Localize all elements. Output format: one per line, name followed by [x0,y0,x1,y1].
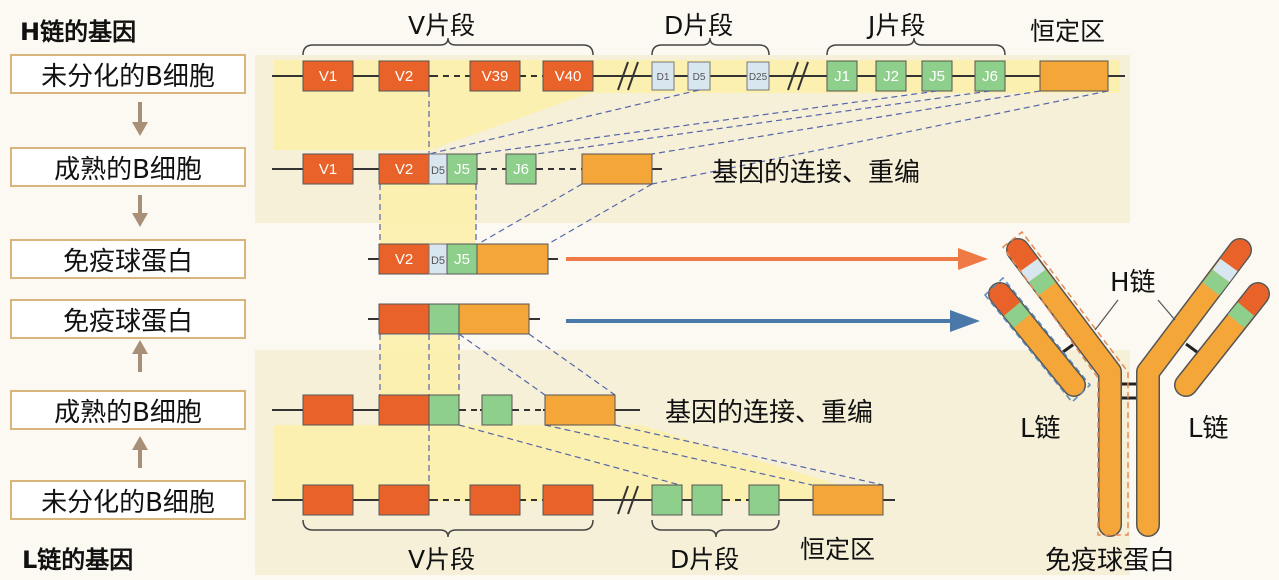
l-constant-region-label: 恒定区 [800,535,876,564]
l-chain-arrow [566,310,980,332]
gene-label: V2 [395,161,413,178]
stage-arrows [132,102,148,468]
gene-label: J2 [883,68,899,85]
constant-block [1039,60,1109,92]
l-mature-row [272,394,640,426]
h-braces [302,37,1006,56]
h-mature-row [272,153,662,185]
l-d-segment-label: D片段 [670,545,740,574]
gene-block [378,303,430,335]
gene-block [505,153,537,185]
gene-block [542,484,594,516]
l-v-segment-label: V片段 [408,545,476,574]
antibody-l-chain-left-label: L链 [1020,414,1061,444]
gene-block [974,60,1006,92]
h-v-segment-label: V片段 [408,11,476,40]
l-germline-row [272,484,895,516]
h-protein-gene-text: V2 D5 J5 [395,251,470,268]
gene-label: D5 [431,165,445,177]
gene-block [651,61,675,91]
constant-block [476,243,549,275]
gene-label: V39 [482,68,509,85]
gene-block [691,484,723,516]
gene-block [378,60,430,92]
h-j-segment-label: J片段 [868,11,926,40]
gene-block [428,394,460,426]
gene-block [481,394,513,426]
l-germline-stage-label: 未分化的B细胞 [10,480,246,520]
gene-block [302,484,354,516]
gene-label: J1 [834,68,850,85]
h-connectors [379,89,1109,245]
gene-block [378,153,430,185]
h-mature-gene-text: V1 V2 D5 J5 J6 [319,161,529,178]
h-constant-region-label: 恒定区 [1030,17,1106,46]
gene-label: J6 [982,68,998,85]
gene-label: V2 [395,68,413,85]
gene-label: D25 [749,72,768,83]
gene-block [446,243,478,275]
gene-label: V1 [319,161,337,178]
antibody-structure [983,230,1270,537]
constant-block [812,484,884,516]
gene-block [826,60,858,92]
h-germline-row [272,60,1125,92]
antibody-h-chain-label: H链 [1110,268,1156,298]
gene-label: D1 [657,72,670,83]
gene-block [378,484,430,516]
h-germline-d-text: D1 D5 D25 [657,72,768,83]
h-protein-stage-label: 免疫球蛋白 [10,239,246,279]
gene-label: V2 [395,251,413,268]
h-germline-gene-text: V1 V2 V39 V40 [319,68,582,85]
gene-block [875,60,907,92]
gene-label: J6 [513,161,529,178]
gene-label: V1 [319,68,337,85]
h-protein-row [368,243,558,275]
gene-label: J5 [454,161,470,178]
gene-label: D5 [431,255,445,267]
gene-block [542,60,594,92]
h-mature-stage-label: 成熟的B细胞 [10,147,246,187]
antibody-l-chain-right-label: L链 [1188,414,1229,444]
gene-block [378,243,430,275]
gene-block [428,303,460,335]
l-protein-row [368,303,540,335]
constant-block [581,153,653,185]
h-chain-title: H链的基因 [20,18,137,46]
h-chain-arrow [566,248,988,270]
constant-block [458,303,530,335]
h-d-segment-label: D片段 [664,11,734,40]
gene-block [469,484,521,516]
l-highlight-bottom [274,425,890,500]
gene-label: D5 [693,72,706,83]
gene-block [446,153,478,185]
l-protein-stage-label: 免疫球蛋白 [10,299,246,339]
l-braces [302,519,780,538]
l-connectors [379,333,884,486]
gene-block [302,394,354,426]
l-highlight-mid [380,335,460,395]
l-mature-stage-label: 成熟的B细胞 [10,390,246,430]
gene-block [302,153,354,185]
l-rearrangement-note: 基因的连接、重编 [665,398,874,428]
h-rearrangement-note: 基因的连接、重编 [712,158,921,188]
gene-block [651,484,683,516]
antibody-caption: 免疫球蛋白 [1045,546,1176,576]
l-chain-title: L链的基因 [22,546,134,574]
gene-block [746,61,770,91]
gene-block [378,394,430,426]
gene-label: J5 [454,251,470,268]
gene-block [748,484,780,516]
h-germline-stage-label: 未分化的B细胞 [10,54,246,94]
gene-block [302,60,354,92]
constant-block [544,394,616,426]
h-germline-j-text: J1 J2 J5 J6 [834,68,998,85]
gene-label: J5 [929,68,945,85]
h-highlight-mid [380,180,476,244]
gene-label: V40 [555,68,582,85]
gene-block [469,60,521,92]
